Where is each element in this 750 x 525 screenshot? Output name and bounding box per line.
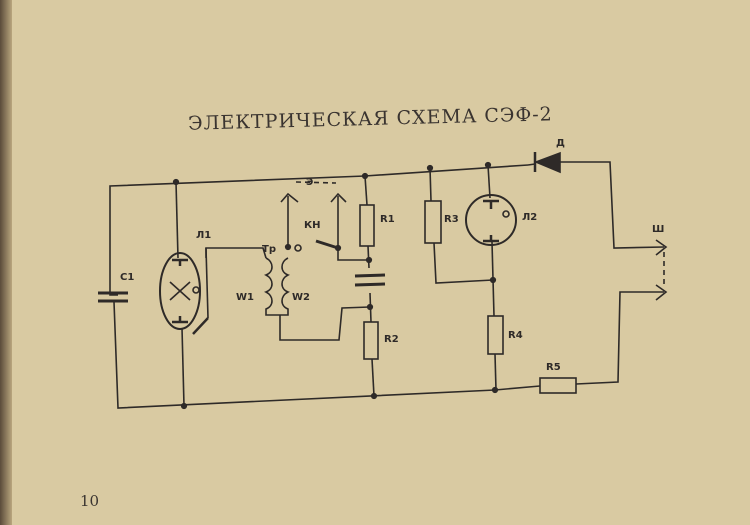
page-binding-edge [0, 0, 12, 525]
label-c1: C1 [120, 272, 134, 283]
wires [109, 161, 665, 409]
label-r5: R5 [546, 362, 561, 373]
resistor-r1 [359, 204, 375, 247]
label-r2: R2 [384, 334, 399, 345]
resistor-r2 [363, 321, 379, 360]
switch-kn [315, 239, 339, 250]
label-r3: R3 [444, 214, 459, 225]
label-r4: R4 [508, 330, 523, 341]
label-sh: Ш [652, 224, 664, 235]
diode-d [527, 151, 561, 174]
label-d: Д [556, 138, 565, 149]
label-w1: W1 [236, 292, 254, 303]
resistor-r5 [539, 377, 577, 394]
jumper-line [295, 181, 337, 184]
junctions [172, 161, 499, 410]
label-tr: Тр [262, 244, 276, 255]
label-r1: R1 [380, 214, 395, 225]
resistor-r4 [487, 315, 504, 355]
transformer-tr [264, 192, 347, 316]
label-e: Э [306, 177, 313, 188]
lamp-l1 [159, 247, 209, 335]
plug-sh-contacts [655, 239, 668, 301]
label-kn: КН [304, 220, 321, 231]
label-l1: Л1 [196, 230, 211, 241]
page-number: 10 [80, 492, 100, 510]
lamp-l2 [465, 194, 517, 246]
resistor-r3 [424, 200, 442, 244]
label-w2: W2 [292, 292, 310, 303]
capacitor-c1 [98, 291, 128, 303]
label-l2: Л2 [522, 212, 537, 223]
capacitor [354, 273, 386, 287]
